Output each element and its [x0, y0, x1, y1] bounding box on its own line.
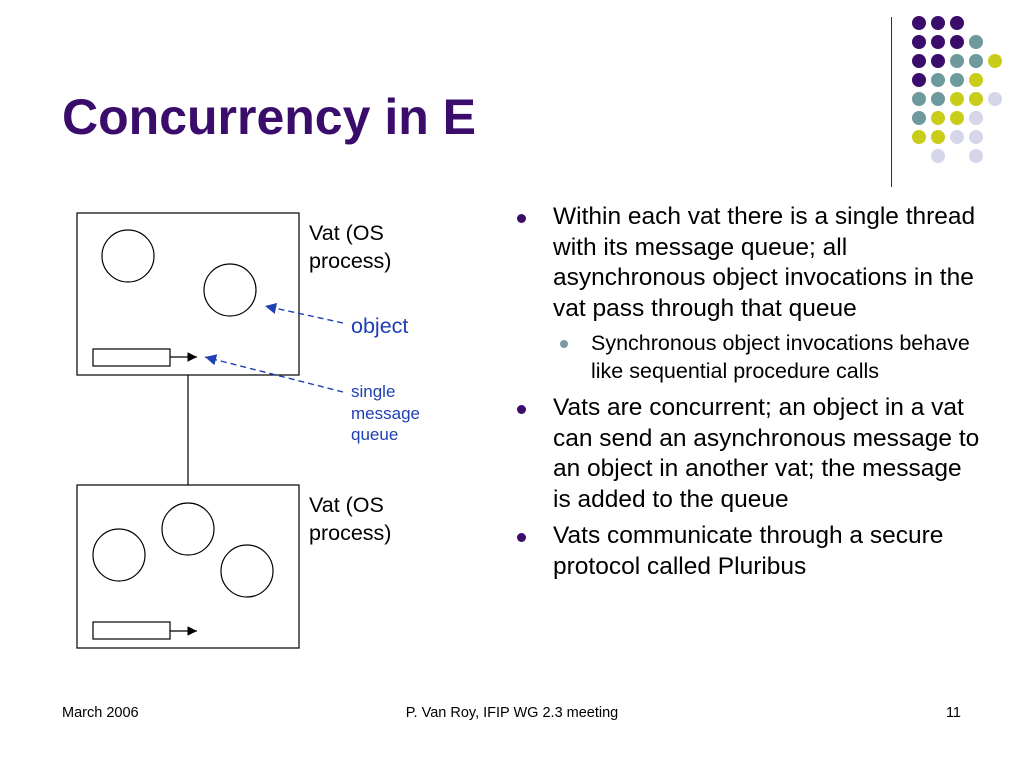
decorative-dot: [931, 54, 945, 68]
decorative-dot: [931, 16, 945, 30]
decorative-dot: [950, 35, 964, 49]
decorative-dot: [969, 111, 983, 125]
bullet-item: Vats are concurrent; an object in a vat …: [512, 393, 982, 515]
decorative-dot: [931, 130, 945, 144]
vat-bottom-object-1: [161, 502, 215, 556]
decorative-dot: [988, 54, 1002, 68]
vat-bottom-label-line2: process): [309, 521, 391, 545]
vat-top-label-line2: process): [309, 249, 391, 273]
decorative-dot: [912, 130, 926, 144]
queue-label-line2: message: [351, 404, 420, 423]
decorative-dot: [969, 149, 983, 163]
vat-bottom-label-line1: Vat (OS: [309, 493, 384, 517]
queue-pointer-arrow: [204, 354, 344, 393]
decorative-dot: [950, 73, 964, 87]
decorative-dot: [969, 35, 983, 49]
title-divider-line: [891, 17, 892, 187]
vat-diagram: Vat (OS process) object single message q…: [76, 212, 420, 649]
slide-title: Concurrency in E: [62, 89, 476, 145]
vat-bottom-object-2: [92, 528, 146, 582]
decorative-dot: [969, 54, 983, 68]
sub-bullet-item: Synchronous object invocations behave li…: [553, 330, 982, 385]
decorative-dot: [931, 92, 945, 106]
queue-label-line3: queue: [351, 425, 398, 444]
bullet-list: Within each vat there is a single thread…: [512, 202, 982, 588]
vat-bottom-queue: [92, 621, 171, 640]
decorative-dot: [931, 73, 945, 87]
decorative-dot: [950, 111, 964, 125]
decorative-dot: [931, 149, 945, 163]
page-number: 11: [945, 705, 961, 721]
bullet-item: Within each vat there is a single thread…: [512, 202, 982, 324]
decorative-dot: [950, 130, 964, 144]
footer-date: March 2006: [62, 705, 139, 721]
footer-presenter: P. Van Roy, IFIP WG 2.3 meeting: [405, 705, 619, 721]
decorative-dot-grid: [912, 16, 1002, 163]
decorative-dot: [931, 111, 945, 125]
vat-bottom-object-3: [220, 544, 274, 598]
decorative-dot: [912, 54, 926, 68]
object-label: object: [351, 314, 408, 338]
vat-top-label-line1: Vat (OS: [309, 221, 384, 245]
decorative-dot: [969, 92, 983, 106]
decorative-dot: [969, 73, 983, 87]
decorative-dot: [912, 92, 926, 106]
decorative-dot: [912, 35, 926, 49]
decorative-dot: [912, 111, 926, 125]
vat-top-object-2: [203, 263, 257, 317]
object-pointer-arrow: [264, 302, 344, 324]
bullet-item: Vats communicate through a secure protoc…: [512, 521, 982, 582]
decorative-dot: [931, 35, 945, 49]
decorative-dot: [988, 92, 1002, 106]
vat-top-queue: [92, 348, 171, 367]
decorative-dot: [969, 130, 983, 144]
queue-label-line1: single: [351, 382, 395, 401]
decorative-dot: [950, 92, 964, 106]
decorative-dot: [950, 54, 964, 68]
vat-top-object-1: [101, 229, 155, 283]
decorative-dot: [912, 16, 926, 30]
decorative-dot: [950, 16, 964, 30]
decorative-dot: [912, 73, 926, 87]
